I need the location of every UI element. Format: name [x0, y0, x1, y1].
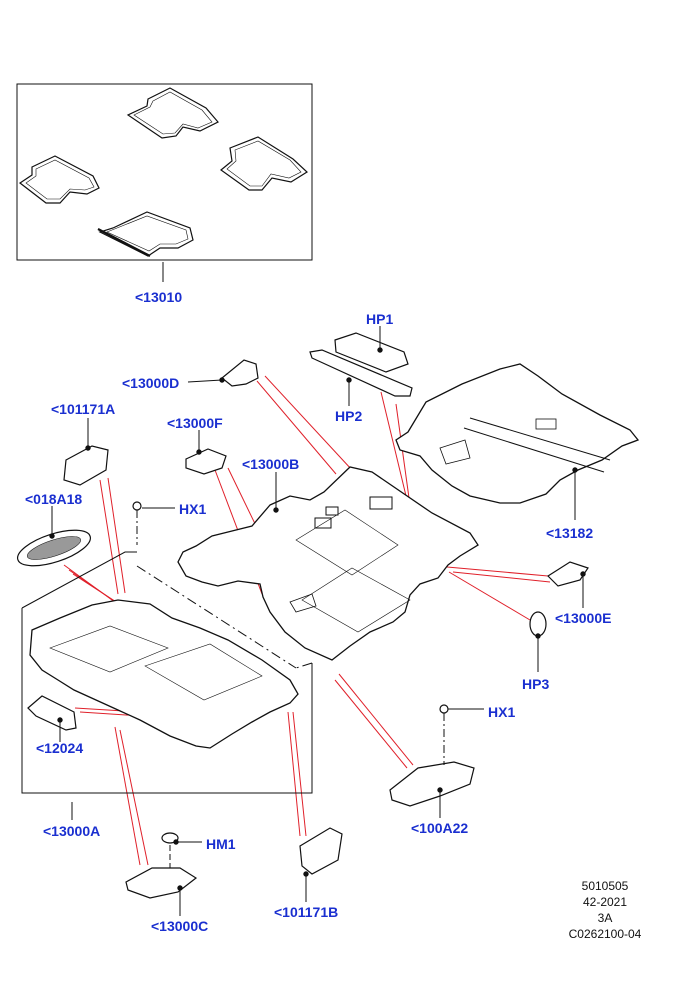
callout-hp1[interactable]: HP1 [366, 311, 394, 327]
callout-100a22[interactable]: <100A22 [411, 820, 469, 836]
diagram-reference-block: 5010505 42-2021 3A C0262100-04 [545, 878, 665, 942]
part-101171A [63, 445, 109, 486]
part-12024 [27, 695, 77, 731]
small-parts [17, 332, 589, 899]
part-13000F [185, 448, 227, 475]
reference-line-1: 5010505 [581, 879, 629, 893]
callout-hx1-right[interactable]: HX1 [488, 704, 516, 720]
callout-101171b[interactable]: <101171B [274, 904, 339, 920]
callout-13000a[interactable]: <13000A [43, 823, 101, 839]
callout-hx1-left[interactable]: HX1 [179, 501, 207, 517]
reference-line-3: 3A [597, 911, 613, 925]
front-carpet [177, 466, 479, 661]
part-HP2 [309, 349, 413, 397]
callout-13000e[interactable]: <13000E [555, 610, 612, 626]
callout-connectors [49, 326, 586, 916]
part-13000C [125, 867, 198, 899]
floor-mat-bottom [98, 211, 194, 257]
callout-13182[interactable]: <13182 [546, 525, 594, 541]
floor-mats-box [16, 83, 313, 261]
callout-13000b[interactable]: <13000B [242, 456, 300, 472]
part-HP3 [529, 611, 547, 637]
rear-carpet [29, 599, 299, 749]
floor-mat-left [18, 155, 100, 204]
callout-101171a[interactable]: <101171A [51, 401, 116, 417]
floor-mats-group [16, 83, 313, 282]
callout-12024[interactable]: <12024 [36, 740, 84, 756]
fastener-HX1-left [132, 501, 142, 511]
reference-line-2: 42-2021 [582, 895, 628, 909]
part-HP1 [334, 332, 409, 373]
floor-mat-top [126, 87, 219, 139]
reference-line-4: C0262100-04 [568, 927, 642, 941]
main-carpet [177, 466, 479, 661]
callout-13010[interactable]: <13010 [135, 289, 183, 305]
rear-cargo-carpet [395, 363, 640, 520]
part-13000D [221, 359, 259, 387]
callout-13000d[interactable]: <13000D [122, 375, 180, 391]
callout-hp2[interactable]: HP2 [335, 408, 363, 424]
callout-018a18[interactable]: <018A18 [25, 491, 83, 507]
part-101171B [299, 827, 343, 875]
part-100A22 [389, 761, 475, 807]
callout-13000c[interactable]: <13000C [151, 918, 209, 934]
callout-hm1[interactable]: HM1 [206, 836, 236, 852]
callout-hp3[interactable]: HP3 [522, 676, 550, 692]
rear-carpet-group [21, 551, 313, 820]
callout-13000f[interactable]: <13000F [167, 415, 223, 431]
floor-mat-right [220, 136, 308, 191]
fastener-HX1-right [439, 704, 449, 714]
